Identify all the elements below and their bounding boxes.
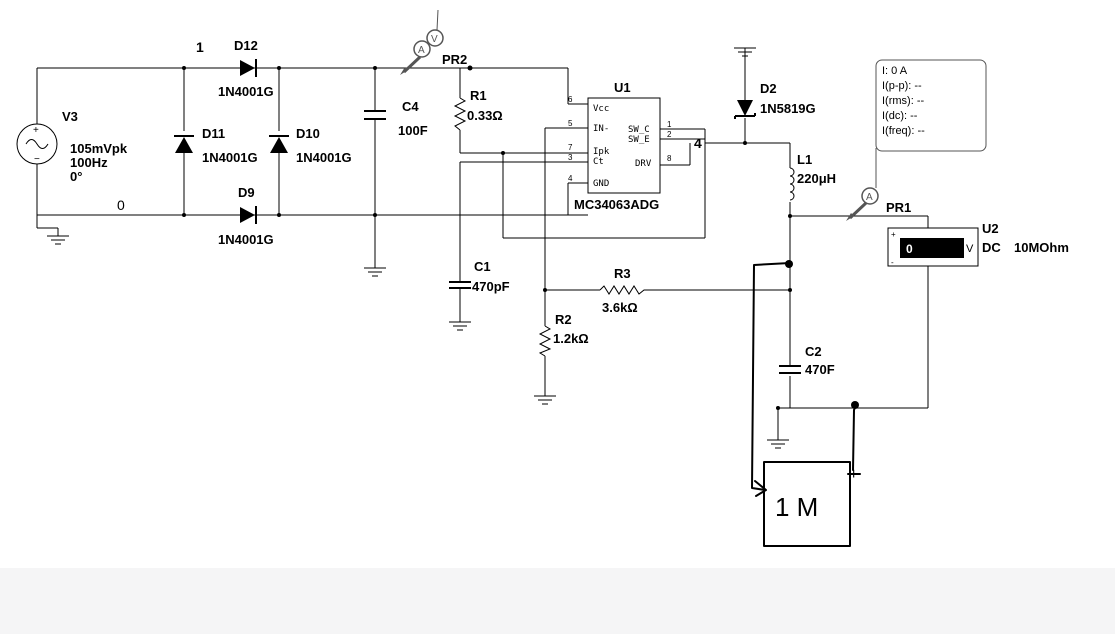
ic-pin-name: Vcc <box>593 104 609 114</box>
capacitor-c1-value: 470pF <box>472 279 510 294</box>
node-label-1: 1 <box>196 39 204 55</box>
source-frequency: 100Hz <box>70 155 108 170</box>
resistor-r3[interactable] <box>599 285 660 295</box>
resistor-r1-value: 0.33Ω <box>467 108 503 123</box>
ic-pin-name: IN- <box>593 124 609 134</box>
bottom-panel <box>0 568 1115 634</box>
ground-icon <box>767 439 789 449</box>
ground-icon <box>534 395 556 405</box>
ground-icon <box>734 47 756 57</box>
ac-source-v3[interactable]: + − <box>16 123 58 165</box>
capacitor-c2-value: 470F <box>805 362 835 377</box>
resistor-r3-ref: R3 <box>614 266 631 281</box>
probe-pr1[interactable]: A <box>846 59 987 221</box>
ic-pin-name: GND <box>593 179 609 189</box>
ic-part: MC34063ADG <box>574 197 659 212</box>
diode-d11[interactable] <box>174 135 194 153</box>
ic-pin-num: 1 <box>667 120 672 129</box>
probe-reading-rms: I(rms): -- <box>882 95 924 107</box>
resistor-r2[interactable] <box>538 325 552 357</box>
ic-u1[interactable] <box>587 97 661 194</box>
diode-d12[interactable] <box>240 59 257 77</box>
node-label-4: 4 <box>694 135 702 151</box>
multimeter-impedance: 10MOhm <box>1014 240 1069 255</box>
capacitor-c2[interactable] <box>779 365 801 374</box>
diode-d9-part: 1N4001G <box>218 232 274 247</box>
ic-pin-name: SW_E <box>628 135 650 145</box>
multimeter-display: 0 <box>906 242 913 256</box>
diode-d10-part: 1N4001G <box>296 150 352 165</box>
resistor-r1-ref: R1 <box>470 88 487 103</box>
capacitor-c4-ref: C4 <box>402 99 419 114</box>
multimeter-minus: - <box>891 258 894 267</box>
svg-text:−: − <box>34 154 40 165</box>
ic-pin-name: Ipk <box>593 147 610 157</box>
ic-pin-num: 5 <box>568 119 573 128</box>
probe-reading-freq: I(freq): -- <box>882 125 925 137</box>
diode-d11-part: 1N4001G <box>202 150 258 165</box>
diode-d12-part: 1N4001G <box>218 84 274 99</box>
probe-reading-pp: I(p-p): -- <box>882 80 922 92</box>
node-label-0: 0 <box>117 197 125 213</box>
inductor-value: 220μH <box>797 171 836 186</box>
diode-d10-ref: D10 <box>296 126 320 141</box>
diode-d9-ref: D9 <box>238 185 255 200</box>
source-phase: 0° <box>70 169 82 184</box>
ic-pin-num: 3 <box>568 153 573 162</box>
diode-d2-part: 1N5819G <box>760 101 816 116</box>
ic-pin-num: 8 <box>667 154 672 163</box>
ground-icon <box>47 235 69 245</box>
schematic-canvas[interactable]: + − V3 105mVpk 100Hz 0° 1 0 4 D12 1N4001… <box>0 0 1115 568</box>
capacitor-c1-ref: C1 <box>474 259 491 274</box>
hand-drawn-annotation <box>751 260 861 547</box>
resistor-r3-value: 3.6kΩ <box>602 300 638 315</box>
capacitor-c1[interactable] <box>449 281 471 289</box>
source-ref: V3 <box>62 109 78 124</box>
capacitor-c4-value: 100F <box>398 123 428 138</box>
probe-pr1-ref: PR1 <box>886 200 911 215</box>
ground-icon <box>449 321 471 331</box>
junctions <box>182 65 792 410</box>
multimeter-mode: DC <box>982 240 1001 255</box>
diode-d12-ref: D12 <box>234 38 258 53</box>
probe-pr2[interactable]: A V <box>400 9 444 75</box>
annotation-plus: + <box>849 466 858 483</box>
ic-pin-num: 2 <box>667 130 672 139</box>
resistor-r2-value: 1.2kΩ <box>553 331 589 346</box>
multimeter-plus: + <box>891 230 896 239</box>
probe-pr2-ammeter-icon: A <box>418 45 425 56</box>
probe-pr2-ref: PR2 <box>442 52 467 67</box>
ground-icon <box>364 267 386 277</box>
multimeter-unit: V <box>966 243 974 255</box>
inductor-ref: L1 <box>797 152 812 167</box>
multimeter-ref: U2 <box>982 221 999 236</box>
capacitor-c2-ref: C2 <box>805 344 822 359</box>
svg-text:+: + <box>33 125 39 136</box>
probe-reading-current: I: 0 A <box>882 65 908 77</box>
resistor-r2-ref: R2 <box>555 312 572 327</box>
diode-d10[interactable] <box>269 135 289 153</box>
diode-d11-ref: D11 <box>202 126 225 141</box>
ic-pin-name: SW_C <box>628 125 650 135</box>
capacitor-c4[interactable] <box>364 110 386 120</box>
diode-d2-ref: D2 <box>760 81 777 96</box>
ic-pin-name: Ct <box>593 157 604 167</box>
ic-pin-num: 7 <box>568 143 573 152</box>
probe-reading-dc: I(dc): -- <box>882 110 918 122</box>
ic-ref: U1 <box>614 80 631 95</box>
resistor-r1[interactable] <box>453 97 467 131</box>
wires <box>36 48 929 440</box>
inductor-l1[interactable] <box>789 167 795 201</box>
diode-d2[interactable] <box>734 100 756 119</box>
multimeter-u2[interactable] <box>887 227 979 267</box>
ic-pin-num: 6 <box>568 95 573 104</box>
annotation-box-label: 1 M <box>775 492 818 522</box>
ic-pin-num: 4 <box>568 174 573 183</box>
probe-pr1-ammeter-icon: A <box>866 192 873 203</box>
ic-pin-name: DRV <box>635 159 652 169</box>
source-amplitude: 105mVpk <box>70 141 128 156</box>
diode-d9[interactable] <box>240 206 257 224</box>
probe-pr2-voltmeter-icon: V <box>431 34 438 45</box>
